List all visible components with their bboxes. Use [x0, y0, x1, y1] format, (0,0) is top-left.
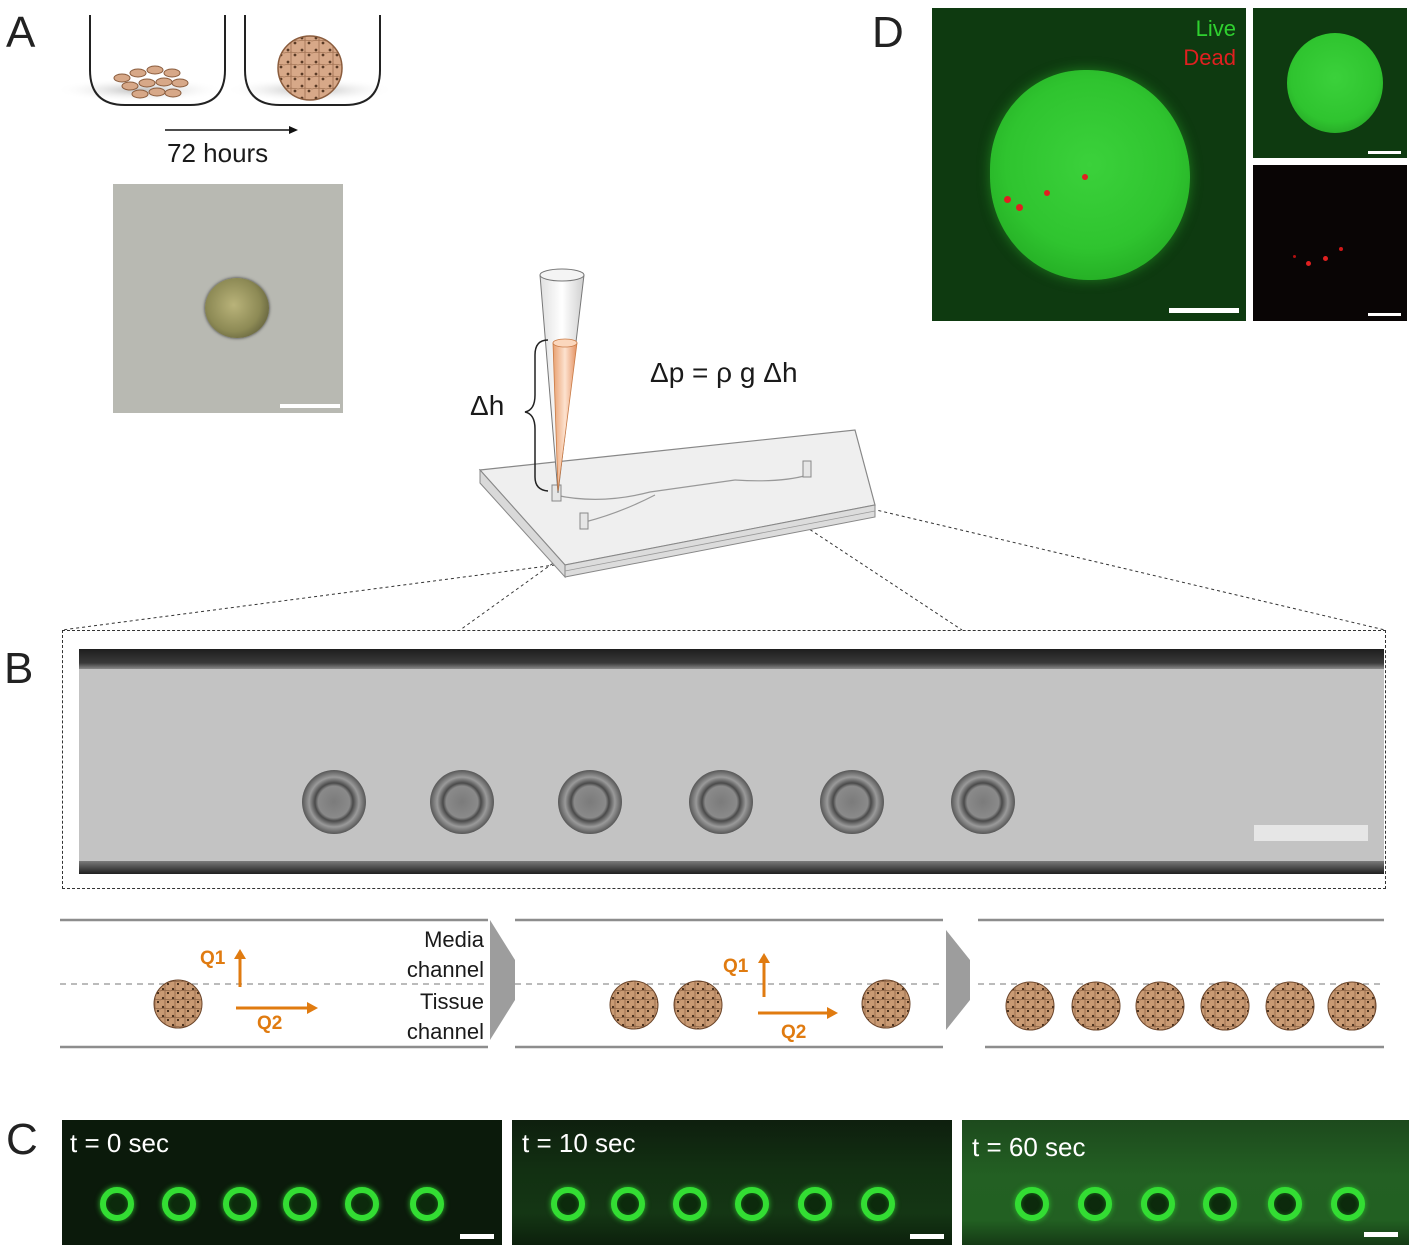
fluorescent-spheroid — [1268, 1187, 1302, 1221]
fluorescence-image-t10: t = 10 sec — [512, 1120, 952, 1245]
fluorescent-spheroid — [345, 1187, 379, 1221]
schematic-spheroid — [673, 980, 723, 1030]
brightfield-spheroid-image — [113, 184, 343, 413]
schematic-spheroid — [609, 980, 659, 1030]
media-label-line-2: channel — [406, 957, 484, 982]
chip-port — [802, 460, 812, 478]
chip-channel — [554, 479, 736, 500]
panel-c-letter: C — [6, 1115, 38, 1164]
zoom-frame — [62, 630, 1386, 889]
panel-b-letter: B — [4, 644, 34, 693]
trapped-spheroid — [430, 770, 494, 834]
schematic-spheroid — [1327, 981, 1377, 1031]
dispersed-cells — [113, 65, 189, 99]
brightfield-channel-image — [79, 649, 1384, 874]
legend-dead: Dead — [1183, 45, 1236, 70]
q2-label: Q2 — [781, 1022, 807, 1043]
tissue-label-line-1: Tissue — [420, 989, 484, 1014]
height-label: Δh — [470, 390, 505, 421]
trapped-spheroid — [951, 770, 1015, 834]
time-label: 72 hours — [167, 138, 269, 168]
schematic-spheroid — [1005, 981, 1055, 1031]
scale-bar — [1364, 1232, 1398, 1237]
chip-port — [551, 484, 562, 502]
scale-bar — [1368, 151, 1401, 154]
schematic-step-2 — [515, 918, 943, 1049]
panel-a-wells-diagram — [60, 15, 390, 134]
microfluidic-device-diagram — [61, 268, 1386, 631]
fluorescent-spheroid — [1203, 1187, 1237, 1221]
trapped-spheroid — [302, 770, 366, 834]
media-label-line-1: Media — [424, 927, 484, 952]
timepoint-label: t = 60 sec — [972, 1132, 1086, 1162]
fluorescent-spheroid — [162, 1187, 196, 1221]
pressure-equation: Δp = ρ g Δh — [650, 357, 798, 388]
tissue-channel-label: Tissue channel — [384, 987, 484, 1047]
scale-bar — [1169, 308, 1239, 313]
fluorescent-spheroid — [1015, 1187, 1049, 1221]
height-brace — [524, 339, 549, 492]
zoom-line — [854, 504, 1386, 631]
fluorescent-spheroid — [283, 1187, 317, 1221]
step-chevron — [490, 920, 515, 1040]
trapped-spheroid — [820, 770, 884, 834]
panel-a-letter: A — [6, 8, 36, 57]
schematic-spheroid — [1071, 981, 1121, 1031]
scale-bar — [1254, 825, 1368, 841]
legend-live: Live — [1195, 16, 1236, 41]
spheroid — [277, 35, 343, 101]
fluorescent-spheroid — [798, 1187, 832, 1221]
fluorescent-spheroid — [673, 1187, 707, 1221]
live-spheroid — [1287, 33, 1383, 133]
trapped-spheroid — [558, 770, 622, 834]
scale-bar — [460, 1234, 494, 1239]
chip-port — [579, 512, 589, 530]
fluorescent-spheroid — [1331, 1187, 1365, 1221]
fluorescent-spheroid — [551, 1187, 585, 1221]
scale-bar — [910, 1234, 944, 1239]
schematic-spheroid — [1135, 981, 1185, 1031]
schematic-spheroid — [1200, 981, 1250, 1031]
zoom-line — [61, 564, 556, 631]
fluorescence-image-t0: t = 0 sec — [62, 1120, 502, 1245]
fluorescent-spheroid — [1141, 1187, 1175, 1221]
schematic-step-1 — [60, 918, 488, 1049]
timepoint-label: t = 10 sec — [522, 1128, 636, 1158]
panel-d-letter: D — [872, 8, 904, 57]
scale-bar — [280, 404, 340, 408]
fluorescent-spheroid — [1078, 1187, 1112, 1221]
schematic-step-3 — [978, 918, 1384, 1049]
well-outline — [244, 15, 381, 106]
live-dead-merged-image: Live Dead — [932, 8, 1246, 321]
q1-label: Q1 — [723, 956, 749, 977]
schematic-spheroid — [153, 979, 203, 1029]
fluorescent-spheroid — [611, 1187, 645, 1221]
schematic-spheroid — [861, 979, 911, 1029]
fluorescent-spheroid — [100, 1187, 134, 1221]
step-chevron — [946, 930, 970, 1030]
fluorescence-image-t60: t = 60 sec — [962, 1120, 1409, 1245]
media-channel-label: Media channel — [384, 925, 484, 985]
live-channel-image — [1253, 8, 1407, 158]
loading-schematic — [60, 918, 1384, 1049]
merged-spheroid — [990, 70, 1190, 280]
timepoint-label: t = 0 sec — [70, 1128, 169, 1158]
well-outline — [89, 15, 226, 106]
scale-bar — [1368, 313, 1401, 316]
fluorescent-spheroid — [410, 1187, 444, 1221]
fluorescent-spheroid — [861, 1187, 895, 1221]
fluorescent-spheroid — [735, 1187, 769, 1221]
dead-channel-image — [1253, 165, 1407, 321]
trapped-spheroid — [689, 770, 753, 834]
schematic-spheroid — [1265, 981, 1315, 1031]
fluorescent-spheroid — [223, 1187, 257, 1221]
q1-label: Q1 — [200, 948, 226, 969]
tissue-label-line-2: channel — [406, 1019, 484, 1044]
q2-label: Q2 — [257, 1013, 283, 1034]
